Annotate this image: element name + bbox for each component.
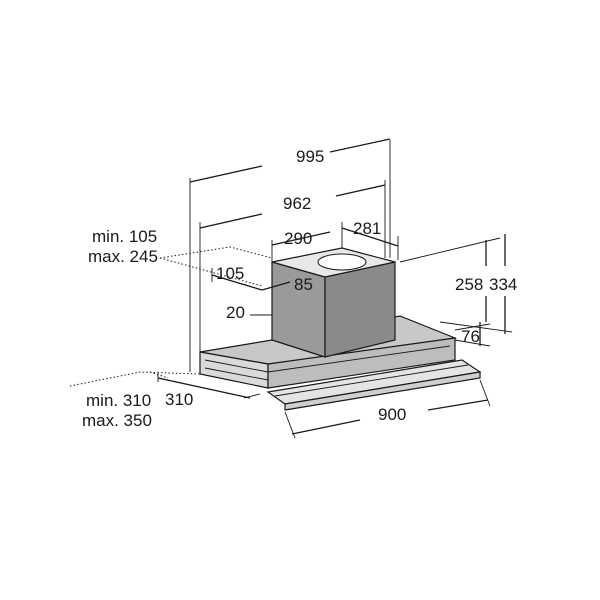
dimension-290: 290 (271, 229, 331, 262)
label-max-245: max. 245 (88, 247, 158, 266)
label-995: 995 (296, 147, 324, 166)
label-20: 20 (226, 303, 245, 322)
label-900: 900 (378, 405, 406, 424)
dimension-962: 962 (199, 180, 386, 368)
exhaust-opening (317, 253, 367, 271)
chimney-right-face (324, 261, 396, 358)
label-310: 310 (165, 390, 193, 409)
label-281: 281 (353, 219, 381, 238)
dimension-min105-max245: min. 105 max. 245 (88, 227, 273, 287)
label-290: 290 (284, 229, 312, 248)
label-258: 258 (455, 275, 483, 294)
dimension-995: 995 (189, 138, 391, 372)
dimension-105-85: 105 85 (211, 264, 313, 294)
dimension-20: 20 (226, 303, 272, 322)
label-min-105: min. 105 (92, 227, 157, 246)
label-85: 85 (294, 275, 313, 294)
visor-lip (284, 371, 481, 411)
dimension-depth: 310 min. 310 max. 350 (69, 371, 261, 430)
dimension-900: 900 (284, 379, 491, 439)
chimney (271, 247, 396, 358)
front-visor (266, 359, 482, 411)
label-334: 334 (489, 275, 517, 294)
dimension-258-334: 258 334 (399, 234, 517, 347)
label-max-350: max. 350 (82, 411, 152, 430)
dimension-281: 281 (341, 219, 399, 260)
label-min-310: min. 310 (86, 391, 151, 410)
dimension-76: 76 (454, 322, 491, 346)
label-76: 76 (461, 327, 480, 346)
label-962: 962 (283, 194, 311, 213)
label-105: 105 (216, 264, 244, 283)
